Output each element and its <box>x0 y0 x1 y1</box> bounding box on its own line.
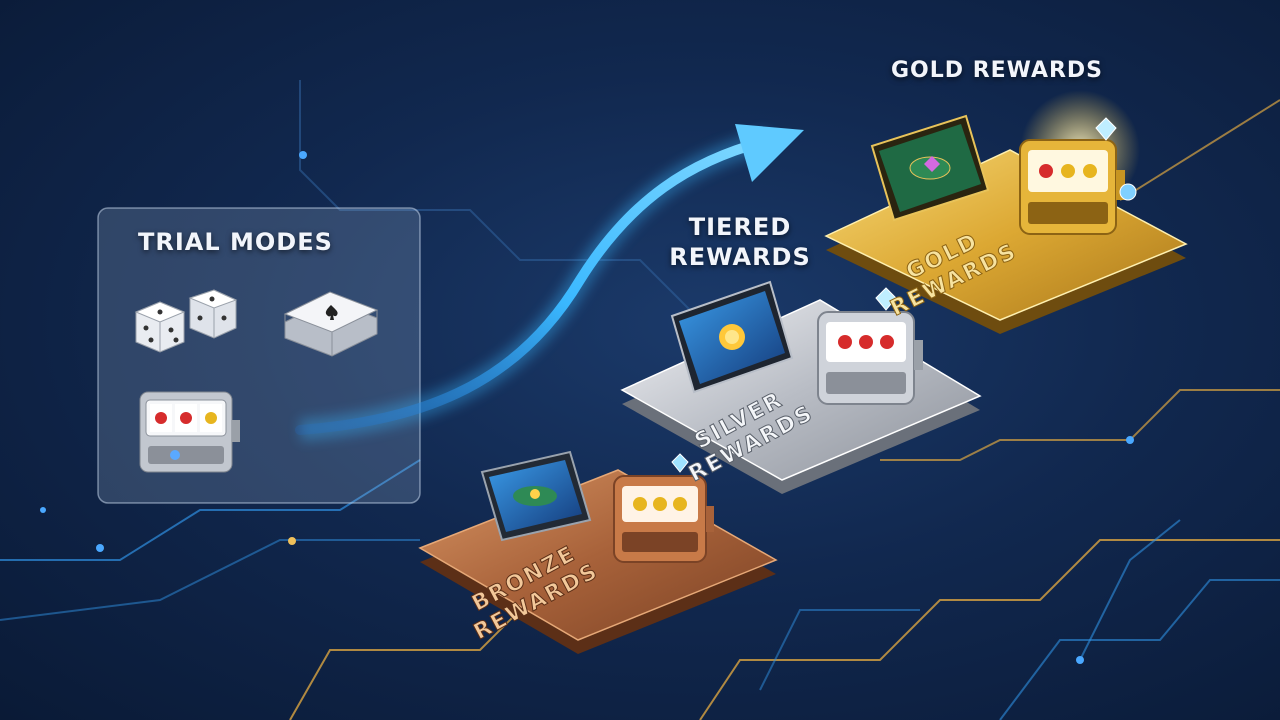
bronze-platform: BRONZE REWARDS <box>418 450 778 654</box>
dice-icon <box>134 289 238 353</box>
slot-machine-icon <box>817 311 923 405</box>
tiered-rewards-title: TIERED REWARDS <box>655 212 825 272</box>
diamond-icon <box>875 287 897 311</box>
trial-modes-title: TRIAL MODES <box>138 228 333 256</box>
slot-machine-icon <box>139 391 240 473</box>
gold-platform: GOLD REWARDS <box>824 90 1188 334</box>
playing-cards-icon <box>283 291 379 357</box>
slot-machine-icon <box>613 475 714 563</box>
circuit-lines <box>0 80 1280 720</box>
diamond-icon <box>1095 117 1117 141</box>
tiered-rewards-title-line1: TIERED <box>688 213 792 241</box>
slot-machine-icon <box>1019 139 1137 235</box>
circuit-nodes <box>40 151 1134 664</box>
tablet-icon <box>870 114 990 222</box>
gold-rewards-title: GOLD REWARDS <box>891 58 1104 83</box>
progress-arrow <box>295 124 804 441</box>
diamond-icon <box>671 453 689 473</box>
tiered-rewards-title-line2: REWARDS <box>669 243 811 271</box>
tablet-icon <box>480 450 592 542</box>
silver-platform: SILVER REWARDS <box>620 280 982 494</box>
tablet-icon <box>670 280 794 394</box>
